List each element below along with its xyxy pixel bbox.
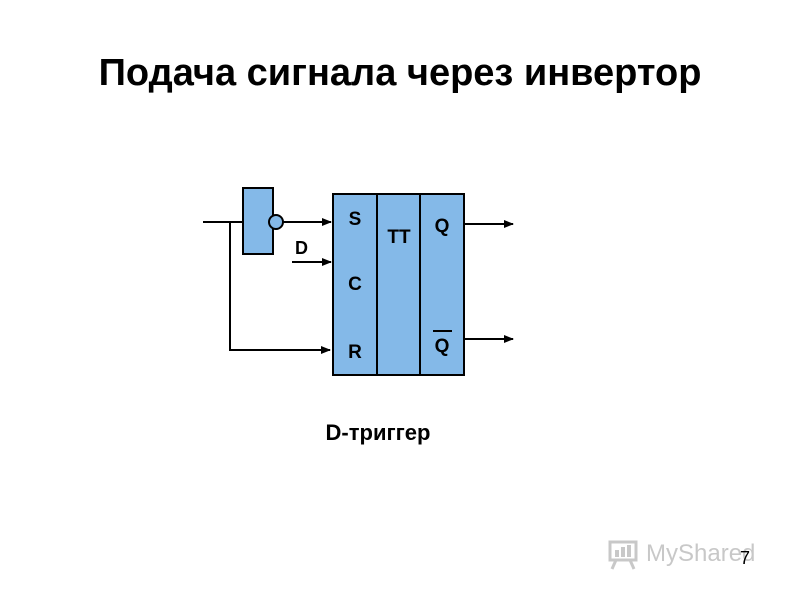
watermark-text: MyShared xyxy=(646,540,756,567)
trigger-output-q: Q xyxy=(435,216,450,237)
watermark: MyShared xyxy=(606,536,776,572)
d-input-label: D xyxy=(295,238,308,258)
trigger-input-r: R xyxy=(348,342,362,363)
trigger-input-c: C xyxy=(348,274,362,295)
watermark-logo-icon xyxy=(608,540,638,570)
trigger-input-s: S xyxy=(349,209,362,230)
slide-title: Подача сигнала через инвертор xyxy=(98,52,702,94)
trigger-output-q-bar: Q xyxy=(435,336,450,357)
inverter-bubble xyxy=(268,214,284,230)
diagram-caption: D-триггер xyxy=(325,420,431,445)
branch-to-r-line xyxy=(229,222,331,354)
trigger-outputs-column xyxy=(419,193,465,376)
trigger-type-column xyxy=(376,193,421,376)
trigger-type-label: TT xyxy=(387,227,411,248)
trigger-inputs-column xyxy=(332,193,378,376)
page-number: 7 xyxy=(740,548,751,568)
